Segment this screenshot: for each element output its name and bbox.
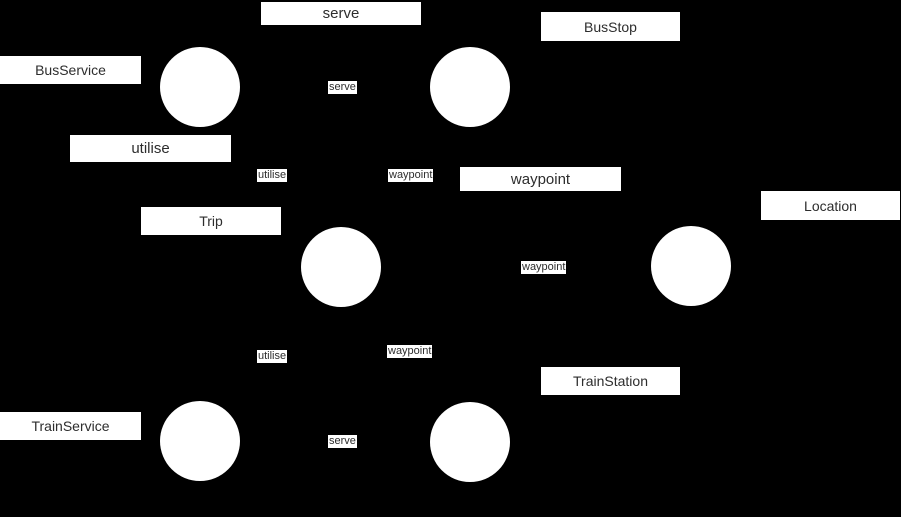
serve-property-label[interactable]: serve — [261, 2, 421, 25]
waypoint-edge-middle-label: waypoint — [521, 261, 567, 274]
trip-node[interactable] — [301, 227, 381, 307]
train-station-node[interactable] — [430, 402, 510, 482]
trip-class-label[interactable]: Trip — [141, 207, 281, 235]
waypoint-edge-bottom-label: waypoint — [387, 345, 433, 358]
serve-edge-bottom-label: serve — [328, 435, 357, 448]
bus-service-class-label[interactable]: BusService — [0, 56, 141, 84]
bus-stop-class-label[interactable]: BusStop — [541, 12, 680, 41]
train-service-class-label[interactable]: TrainService — [0, 412, 141, 440]
train-station-class-label[interactable]: TrainStation — [541, 367, 680, 395]
train-service-node[interactable] — [160, 401, 240, 481]
waypoint-edge-top-label: waypoint — [388, 169, 434, 182]
utilise-edge-bottom-label: utilise — [257, 350, 288, 363]
location-node[interactable] — [651, 226, 731, 306]
location-class-label[interactable]: Location — [761, 191, 900, 220]
waypoint-property-label[interactable]: waypoint — [460, 167, 621, 191]
serve-edge-top-label: serve — [328, 81, 357, 94]
utilise-property-label[interactable]: utilise — [70, 135, 231, 162]
utilise-edge-top-label: utilise — [257, 169, 288, 182]
bus-service-node[interactable] — [160, 47, 240, 127]
bus-stop-node[interactable] — [430, 47, 510, 127]
